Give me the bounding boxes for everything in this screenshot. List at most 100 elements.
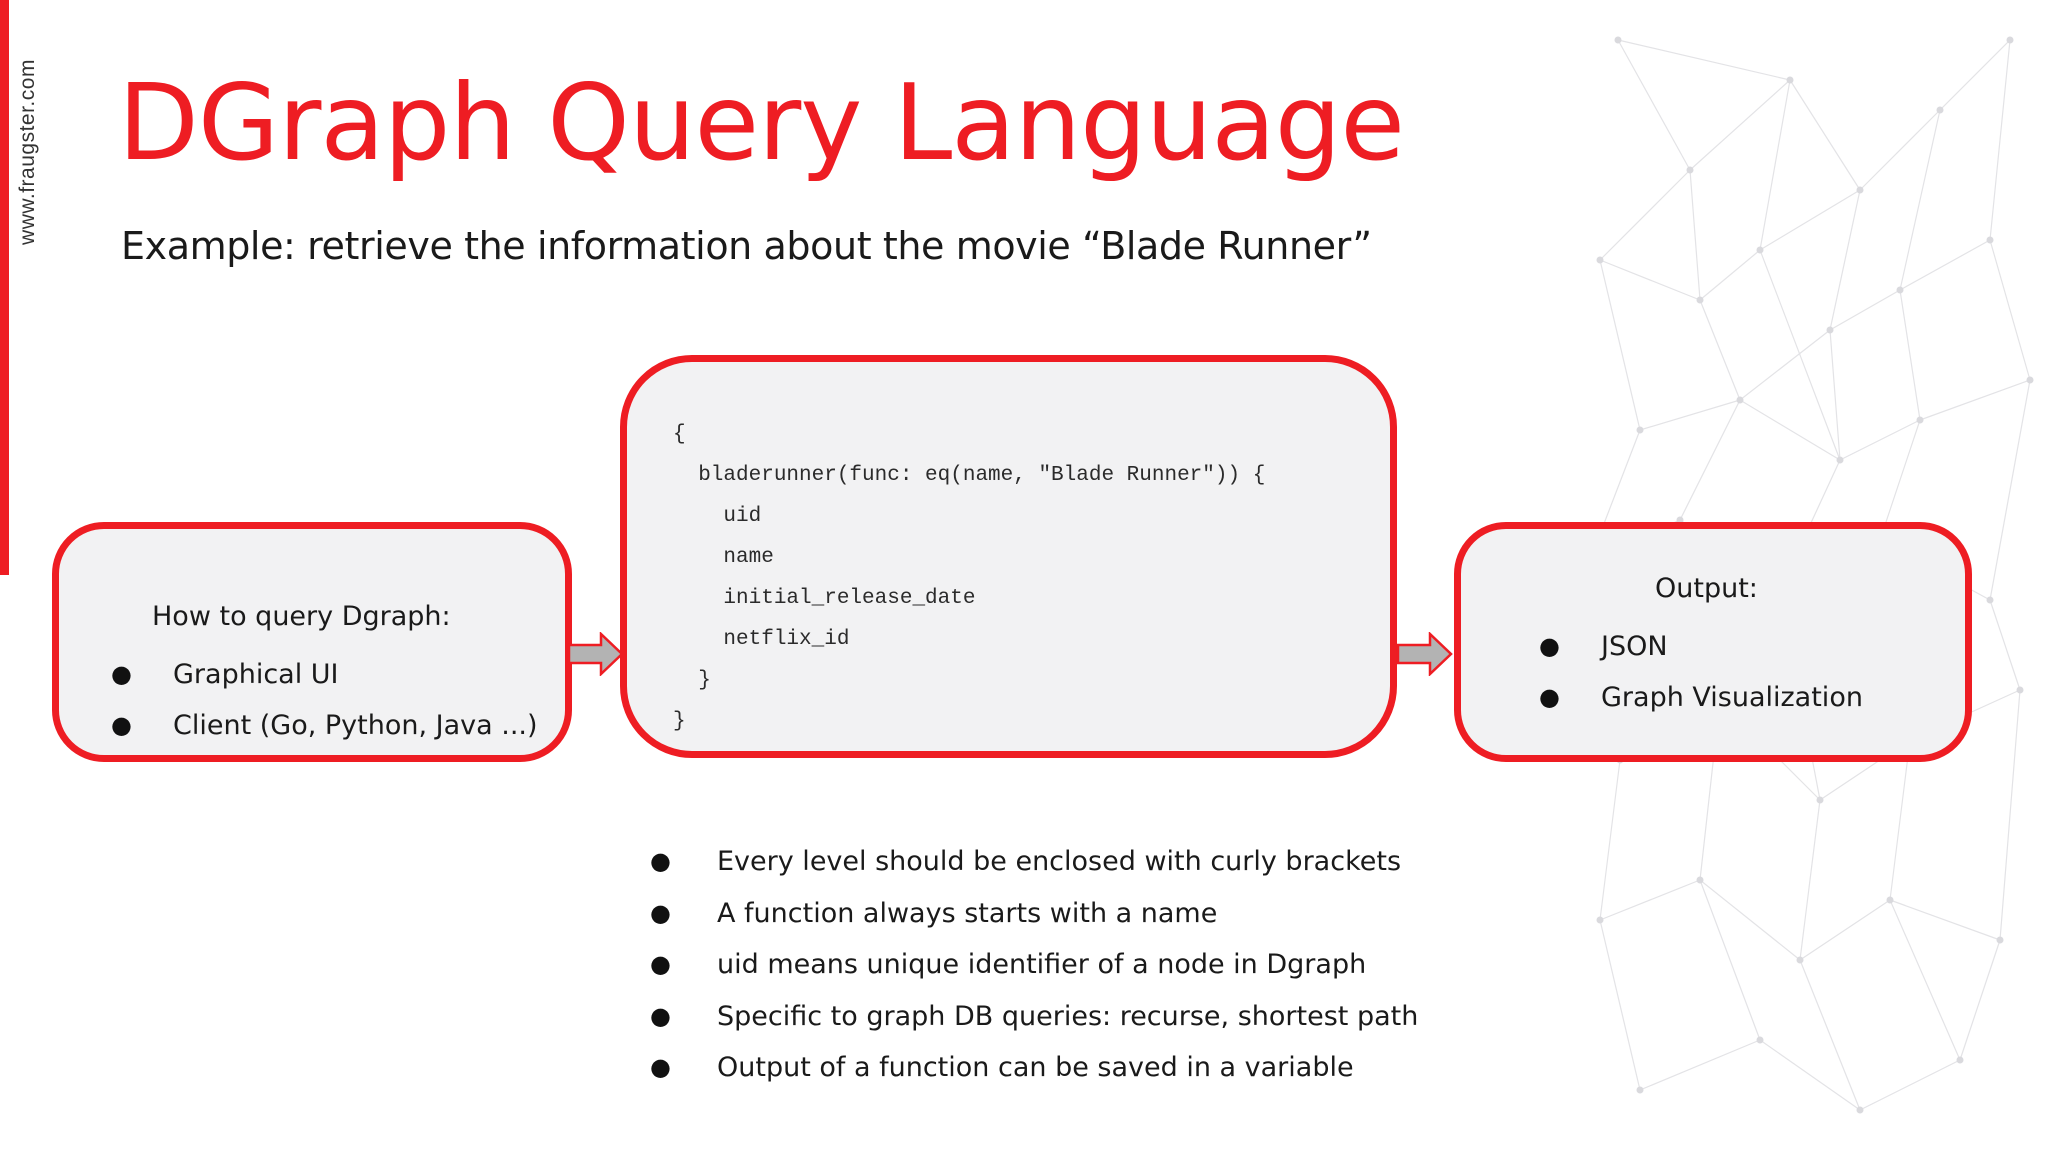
list-item-text: Graphical UI	[173, 659, 339, 690]
list-item: ● uid means unique identifier of a node …	[650, 939, 1418, 991]
network-edge	[1617, 39, 1691, 171]
list-item: ● Output of a function can be saved in a…	[650, 1042, 1418, 1094]
network-edge	[1689, 169, 1701, 301]
arrow-right-icon	[567, 632, 624, 676]
network-edge	[1679, 399, 1741, 521]
bullet-icon: ●	[111, 660, 132, 688]
note-text: uid means unique identifier of a node in…	[717, 949, 1367, 980]
network-edge	[1919, 379, 2031, 421]
network-node	[1916, 416, 1924, 424]
network-node	[1796, 956, 1804, 964]
output-list: ● JSON ● Graph Visualization	[1539, 621, 1863, 723]
network-edge	[1859, 1059, 1961, 1111]
network-edge	[1759, 79, 1791, 251]
network-edge	[1799, 959, 1861, 1111]
network-edge	[1599, 259, 1641, 431]
network-node	[1856, 186, 1864, 194]
network-edge	[1839, 419, 1921, 461]
bullet-icon: ●	[650, 847, 671, 875]
network-node	[1996, 936, 2004, 944]
bullet-icon: ●	[650, 1001, 671, 1030]
network-edge	[1829, 329, 1841, 461]
network-edge	[1599, 259, 1701, 301]
network-node	[1756, 246, 1764, 254]
note-text: Output of a function can be saved in a v…	[717, 1052, 1354, 1083]
arrow-right-icon	[1396, 632, 1453, 676]
note-text: A function always starts with a name	[717, 897, 1218, 929]
network-edge	[1829, 189, 1861, 331]
network-node	[1936, 106, 1944, 114]
network-node	[1696, 296, 1704, 304]
list-item: ● Specific to graph DB queries: recurse,…	[650, 991, 1418, 1043]
network-node	[1756, 1036, 1764, 1044]
network-node	[1836, 456, 1844, 464]
network-node	[1596, 916, 1604, 924]
bullet-icon: ●	[1539, 683, 1560, 711]
network-edge	[1989, 599, 2021, 691]
network-edge	[1939, 39, 2011, 111]
query-methods-list: ● Graphical UI ● Client (Go, Python, Jav…	[111, 649, 538, 751]
network-edge	[1759, 1039, 1861, 1111]
list-item-text: Graph Visualization	[1601, 682, 1863, 713]
network-node	[1956, 1056, 1964, 1064]
network-edge	[1739, 329, 1831, 401]
network-edge	[1699, 249, 1761, 301]
network-node	[1816, 796, 1824, 804]
list-item-text: Client (Go, Python, Java ...)	[173, 710, 538, 741]
network-edge	[1899, 239, 1991, 291]
query-methods-box: How to query Dgraph: ● Graphical UI ● Cl…	[52, 522, 572, 762]
network-edge	[1759, 249, 1841, 461]
query-code-box: { bladerunner(func: eq(name, "Blade Runn…	[620, 355, 1397, 758]
network-node	[1886, 896, 1894, 904]
network-edge	[1889, 739, 1911, 901]
network-node	[2006, 36, 2014, 44]
network-edge	[1959, 939, 2001, 1061]
network-edge	[1999, 689, 2021, 941]
network-node	[1826, 326, 1834, 334]
network-edge	[1989, 239, 2031, 381]
network-edge	[1989, 39, 2011, 241]
list-item: ● Graph Visualization	[1539, 672, 1863, 723]
network-node	[1614, 36, 1622, 44]
network-node	[1736, 396, 1744, 404]
network-edge	[1739, 399, 1841, 461]
network-node	[1786, 76, 1794, 84]
list-item-text: JSON	[1601, 631, 1668, 662]
network-edge	[1889, 899, 2001, 941]
side-url-label: www.fraugster.com	[16, 59, 39, 245]
network-edge	[1639, 1039, 1761, 1091]
network-node	[1686, 166, 1694, 174]
network-node	[1636, 426, 1644, 434]
network-node	[1856, 1106, 1864, 1114]
list-item: ● A function always starts with a name	[650, 888, 1418, 940]
network-node	[1596, 256, 1604, 264]
query-methods-heading: How to query Dgraph:	[152, 601, 451, 632]
network-edge	[1759, 189, 1861, 251]
network-edge	[1889, 899, 1961, 1061]
network-edge	[1859, 109, 1941, 191]
network-edge	[1899, 289, 1921, 421]
network-edge	[1789, 79, 1861, 191]
network-edge	[1899, 109, 1941, 291]
output-box: Output: ● JSON ● Graph Visualization	[1454, 522, 1972, 762]
network-edge	[1599, 879, 1701, 921]
slide-subtitle: Example: retrieve the information about …	[121, 224, 1372, 268]
network-node	[1636, 1086, 1644, 1094]
bullet-icon: ●	[1539, 632, 1560, 660]
network-edge	[1879, 419, 1921, 541]
network-edge	[1617, 39, 1791, 81]
network-edge	[1639, 399, 1741, 431]
note-text: Every level should be enclosed with curl…	[717, 846, 1402, 877]
network-edge	[1699, 879, 1801, 961]
slide-title: DGraph Query Language	[118, 62, 1405, 184]
network-node	[2026, 376, 2034, 384]
bullet-icon: ●	[650, 950, 671, 978]
note-text: Specific to graph DB queries: recurse, s…	[717, 1000, 1419, 1032]
list-item: ● Every level should be enclosed with cu…	[650, 836, 1418, 888]
network-node	[1896, 286, 1904, 294]
network-edge	[1599, 169, 1691, 261]
list-item: ● Graphical UI	[111, 649, 538, 700]
network-edge	[1599, 919, 1641, 1091]
network-edge	[1989, 379, 2031, 601]
